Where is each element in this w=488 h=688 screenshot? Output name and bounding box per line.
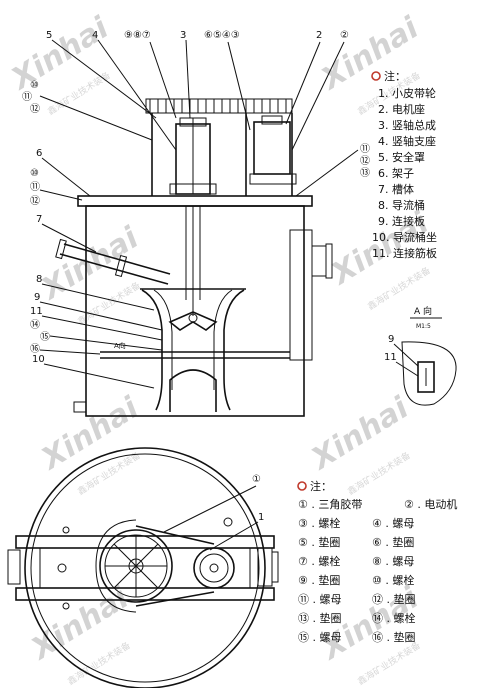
shaft-assembly xyxy=(169,117,217,195)
plan-callout-1: 1 xyxy=(258,512,264,523)
legend-top-item: 1. 小皮带轮 xyxy=(378,86,436,100)
a-view-mark: A向 xyxy=(114,341,126,350)
legend-bottom-item: ⑪ . 螺母 xyxy=(298,593,342,606)
v-belt xyxy=(135,525,215,607)
callout-circled-12r: ⑫ xyxy=(360,155,370,167)
small-pulley-icon xyxy=(193,547,235,589)
callout-circled-2: ② xyxy=(340,30,349,41)
callout-4: 4 xyxy=(92,30,98,41)
motor xyxy=(249,115,297,185)
callout-circled-14: ⑭ xyxy=(30,319,40,331)
legend-bottom-item: ⑮ . 螺母 xyxy=(298,631,342,644)
callout-circled-10b: ⑩ xyxy=(30,168,39,179)
legend-top-item: 6. 架子 xyxy=(378,167,414,180)
legend-top-item: 8. 导流桶 xyxy=(378,198,425,212)
legend-top-item: 4. 竖轴支座 xyxy=(378,134,436,148)
feed-pipe xyxy=(55,238,171,285)
callout-circled-12a: ⑫ xyxy=(30,103,40,115)
callout-circled-12b: ⑫ xyxy=(30,195,40,207)
legend-bottom-item: ⑬ . 垫圈 xyxy=(298,611,342,625)
legend-bottom-title: 注： xyxy=(310,479,332,493)
callout-8: 8 xyxy=(36,274,42,285)
plan-view: ① 1 xyxy=(7,447,279,688)
a-view-detail: A 向 M1:5 9 11 xyxy=(384,305,457,406)
legend-bottom-item: ⑤ . 垫圈 xyxy=(298,535,340,549)
callout-circled-15: ⑮ xyxy=(40,331,50,343)
callout-7: 7 xyxy=(36,214,42,225)
legend-bottom: 注： ① . 三角胶带 ② . 电动机 ③ . 螺栓 ④ . 螺母 ⑤ . 垫圈… xyxy=(297,479,457,644)
callout-9: 9 xyxy=(34,292,40,303)
a-view-label-9: 9 xyxy=(388,334,394,345)
legend-bottom-item: ① . 三角胶带 xyxy=(298,497,362,511)
legend-top: 注： 1. 小皮带轮 2. 电机座 3. 竖轴总成 4. 竖轴支座 5. 安全罩… xyxy=(371,69,437,260)
watermark-layer: Xinhai 鑫海矿业技术装备 Xinhai 鑫海矿业技术装备 Xinhai 鑫… xyxy=(4,10,435,687)
tank-outline-circle xyxy=(24,447,266,688)
callout-circled-13r: ⑬ xyxy=(360,167,370,179)
callout-circled-10a: ⑩ xyxy=(30,80,39,91)
plan-callout-circled-1: ① xyxy=(252,474,261,485)
callout-6-5-4-3: ⑥⑤④③ xyxy=(204,30,240,41)
callout-9-8-7: ⑨⑧⑦ xyxy=(124,30,151,41)
callout-6: 6 xyxy=(36,148,42,159)
top-callouts: 5 4 ⑨⑧⑦ 3 ⑥⑤④③ 2 ② ⑩ ⑪ ⑫ 6 ⑩ ⑪ ⑫ 7 xyxy=(22,30,370,389)
legend-top-item: 2. 电机座 xyxy=(378,102,425,116)
a-view-label-11: 11 xyxy=(384,352,397,363)
legend-bottom-item: ⑭ . 螺栓 xyxy=(372,611,416,625)
legend-top-item: 7. 槽体 xyxy=(378,182,414,196)
big-pulley-icon xyxy=(99,529,173,603)
top-frame-plate xyxy=(77,195,313,207)
callout-5: 5 xyxy=(46,30,52,41)
callout-circled-11r: ⑪ xyxy=(360,143,370,155)
callout-circled-11b: ⑪ xyxy=(30,181,40,193)
a-view-title: A 向 xyxy=(414,305,432,317)
side-outlet-pipe xyxy=(289,229,333,361)
callout-2: 2 xyxy=(316,30,322,41)
legend-bottom-item: ⑨ . 垫圈 xyxy=(298,573,340,587)
callout-circled-11a: ⑪ xyxy=(22,91,32,103)
a-view-scale: M1:5 xyxy=(416,323,431,330)
legend-top-item: 3. 竖轴总成 xyxy=(378,118,436,132)
tank-body xyxy=(85,205,305,417)
legend-bottom-item: ② . 电动机 xyxy=(404,497,457,511)
legend-top-item: 5. 安全罩 xyxy=(378,150,425,164)
callout-11: 11 xyxy=(30,306,43,317)
legend-top-title: 注： xyxy=(384,69,406,83)
legend-bottom-item: ⑯ . 垫圈 xyxy=(372,630,416,644)
draft-tube xyxy=(140,288,246,411)
callout-circled-16: ⑯ xyxy=(30,343,40,355)
legend-top-item: 10. 导流桶坐 xyxy=(372,230,437,244)
legend-bottom-item: ③ . 螺栓 xyxy=(298,516,340,530)
drain-plug xyxy=(73,401,87,413)
callout-10: 10 xyxy=(32,354,45,365)
legend-bottom-item: ⑦ . 螺栓 xyxy=(298,554,340,568)
callout-3: 3 xyxy=(180,30,186,41)
legend-top-item: 11. 连接筋板 xyxy=(372,246,437,260)
legend-bottom-item: ⑥ . 垫圈 xyxy=(372,535,414,549)
legend-bottom-item: ④ . 螺母 xyxy=(372,517,414,530)
legend-bullet-icon xyxy=(371,71,381,81)
legend-bottom-item: ⑩ . 螺栓 xyxy=(372,573,414,587)
legend-bottom-item: ⑫ . 垫圈 xyxy=(372,592,416,606)
impeller xyxy=(168,311,218,331)
elevation-view: A向 5 4 ⑨⑧⑦ 3 ⑥⑤④③ 2 ② ⑩ ⑪ ⑫ 6 ⑩ ⑪ ⑫ xyxy=(22,30,370,417)
legend-bullet-icon xyxy=(297,481,307,491)
legend-bottom-item: ⑧ . 螺母 xyxy=(372,555,414,568)
draft-tube-seat xyxy=(100,351,290,412)
safety-guard-grille xyxy=(145,98,293,114)
legend-top-item: 9. 连接板 xyxy=(378,214,425,228)
